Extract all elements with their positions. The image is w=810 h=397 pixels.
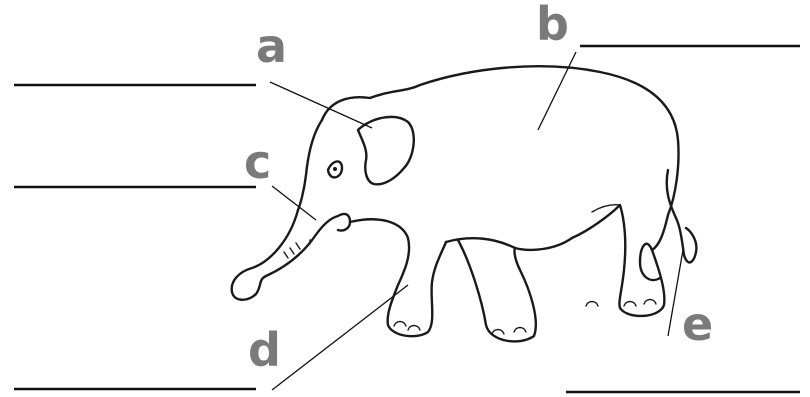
label-d: d — [248, 323, 281, 377]
elephant-ear — [358, 117, 414, 184]
label-c: c — [244, 135, 271, 189]
elephant-belly — [446, 238, 572, 250]
leader-e — [668, 250, 683, 336]
elephant-tail — [667, 170, 697, 262]
leader-c — [272, 186, 316, 220]
elephant-trunk-outline — [232, 210, 338, 300]
elephant-illustration — [232, 66, 697, 341]
elephant-pupil — [333, 167, 337, 171]
label-e: e — [682, 297, 713, 351]
leader-d — [272, 285, 408, 390]
elephant-mouth — [338, 214, 350, 231]
elephant-middle-leg — [458, 240, 536, 341]
label-a: a — [256, 19, 287, 73]
elephant-head-outline — [298, 120, 322, 210]
label-b: b — [536, 0, 569, 51]
elephant-back-outline — [322, 66, 679, 250]
leader-b — [538, 52, 576, 130]
